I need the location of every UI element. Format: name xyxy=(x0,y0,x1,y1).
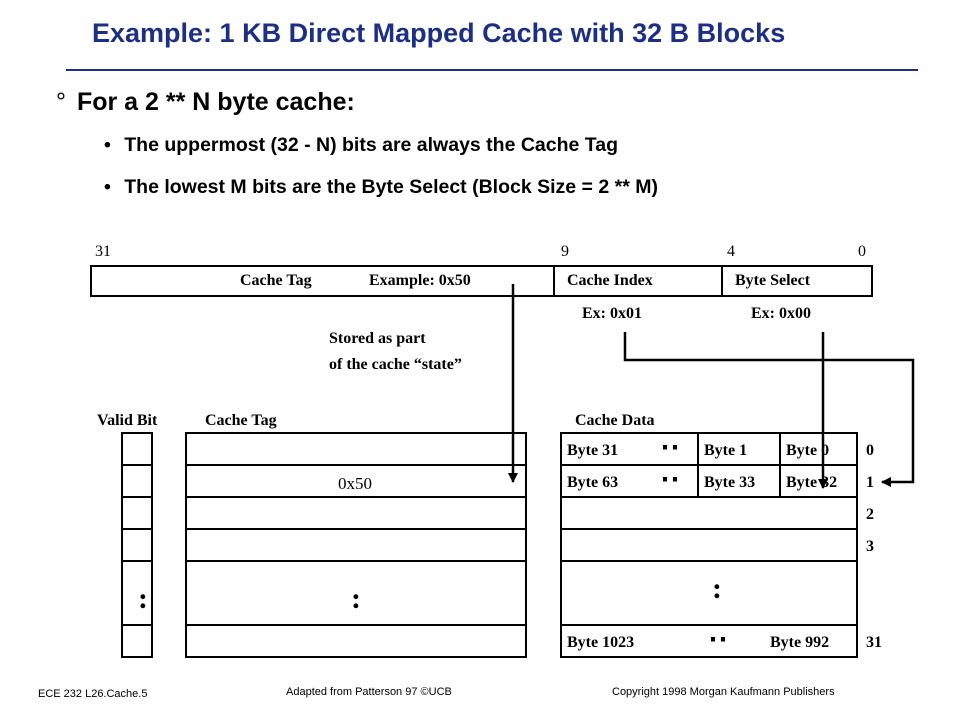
byte-1: Byte 1 xyxy=(704,442,748,459)
note-line-1: Stored as part xyxy=(329,330,426,347)
valid-bit-cell xyxy=(121,624,153,658)
footer-course: ECE 232 L26.Cache.5 xyxy=(38,688,148,700)
vertical-ellipsis-tag: : xyxy=(351,582,361,615)
valid-bit-cell xyxy=(121,496,153,530)
tag-value-0x50: 0x50 xyxy=(338,474,372,493)
sub-bullet-text: The lowest M bits are the Byte Select (B… xyxy=(124,176,658,198)
field-cache-tag: Cache Tag xyxy=(240,272,312,289)
address-divider-4 xyxy=(721,265,723,297)
sub-bullet-1: • The uppermost (32 - N) bits are always… xyxy=(104,134,618,157)
field-tag-example: Example: 0x50 xyxy=(369,272,471,289)
main-bullet-text: For a 2 ** N byte cache: xyxy=(76,88,355,116)
bit-label-0: 0 xyxy=(858,243,866,260)
header-cache-data: Cache Data xyxy=(575,412,655,429)
byte-divider xyxy=(779,432,781,498)
field-cache-index: Cache Index xyxy=(567,272,653,289)
tag-cell xyxy=(185,464,527,498)
row-index-0: 0 xyxy=(866,442,874,459)
row-index-3: 3 xyxy=(866,538,874,555)
index-example: Ex: 0x01 xyxy=(582,305,642,322)
bullet-dot: • xyxy=(104,176,111,198)
byte-992: Byte 992 xyxy=(770,634,830,651)
address-divider-9 xyxy=(553,265,555,297)
header-valid-bit: Valid Bit xyxy=(97,412,158,429)
field-byte-select: Byte Select xyxy=(735,272,811,289)
index-arrow xyxy=(623,332,915,487)
tag-cell xyxy=(185,624,527,658)
bit-label-9: 9 xyxy=(561,243,569,260)
row-index-31: 31 xyxy=(866,634,882,651)
byte-1023: Byte 1023 xyxy=(567,634,635,651)
vertical-ellipsis-data: : xyxy=(712,572,722,605)
bullet-dot: • xyxy=(104,134,111,156)
byte-31: Byte 31 xyxy=(567,442,619,459)
slide-title: Example: 1 KB Direct Mapped Cache with 3… xyxy=(92,18,786,48)
main-bullet: ° For a 2 ** N byte cache: xyxy=(56,88,355,117)
row-index-2: 2 xyxy=(866,506,874,523)
byte-63: Byte 63 xyxy=(567,474,619,491)
footer-credit: Adapted from Patterson 97 ©UCB xyxy=(286,686,452,698)
valid-bit-cell xyxy=(121,464,153,498)
sub-bullet-text: The uppermost (32 - N) bits are always t… xyxy=(124,134,619,156)
data-cell xyxy=(560,496,858,530)
data-cell xyxy=(560,624,858,658)
byte-0: Byte 0 xyxy=(786,442,830,459)
title-rule xyxy=(66,69,918,71)
note-line-2: of the cache “state” xyxy=(329,356,462,373)
sub-bullet-2: • The lowest M bits are the Byte Select … xyxy=(104,176,658,199)
byte-select-example: Ex: 0x00 xyxy=(751,305,811,322)
address-bar xyxy=(90,265,873,297)
vertical-ellipsis-valid: : xyxy=(138,582,148,615)
footer-copyright: Copyright 1998 Morgan Kaufmann Publisher… xyxy=(612,686,835,698)
byte-33: Byte 33 xyxy=(704,474,756,491)
degree-bullet-marker: ° xyxy=(56,88,66,116)
byte-divider xyxy=(697,432,699,498)
tag-cell xyxy=(185,528,527,562)
valid-bit-cell-gap xyxy=(121,560,153,626)
tag-cell-gap xyxy=(185,560,527,626)
bit-label-31: 31 xyxy=(95,243,111,260)
header-cache-tag: Cache Tag xyxy=(205,412,277,429)
row-index-1: 1 xyxy=(866,474,874,491)
bit-label-4: 4 xyxy=(727,243,735,260)
